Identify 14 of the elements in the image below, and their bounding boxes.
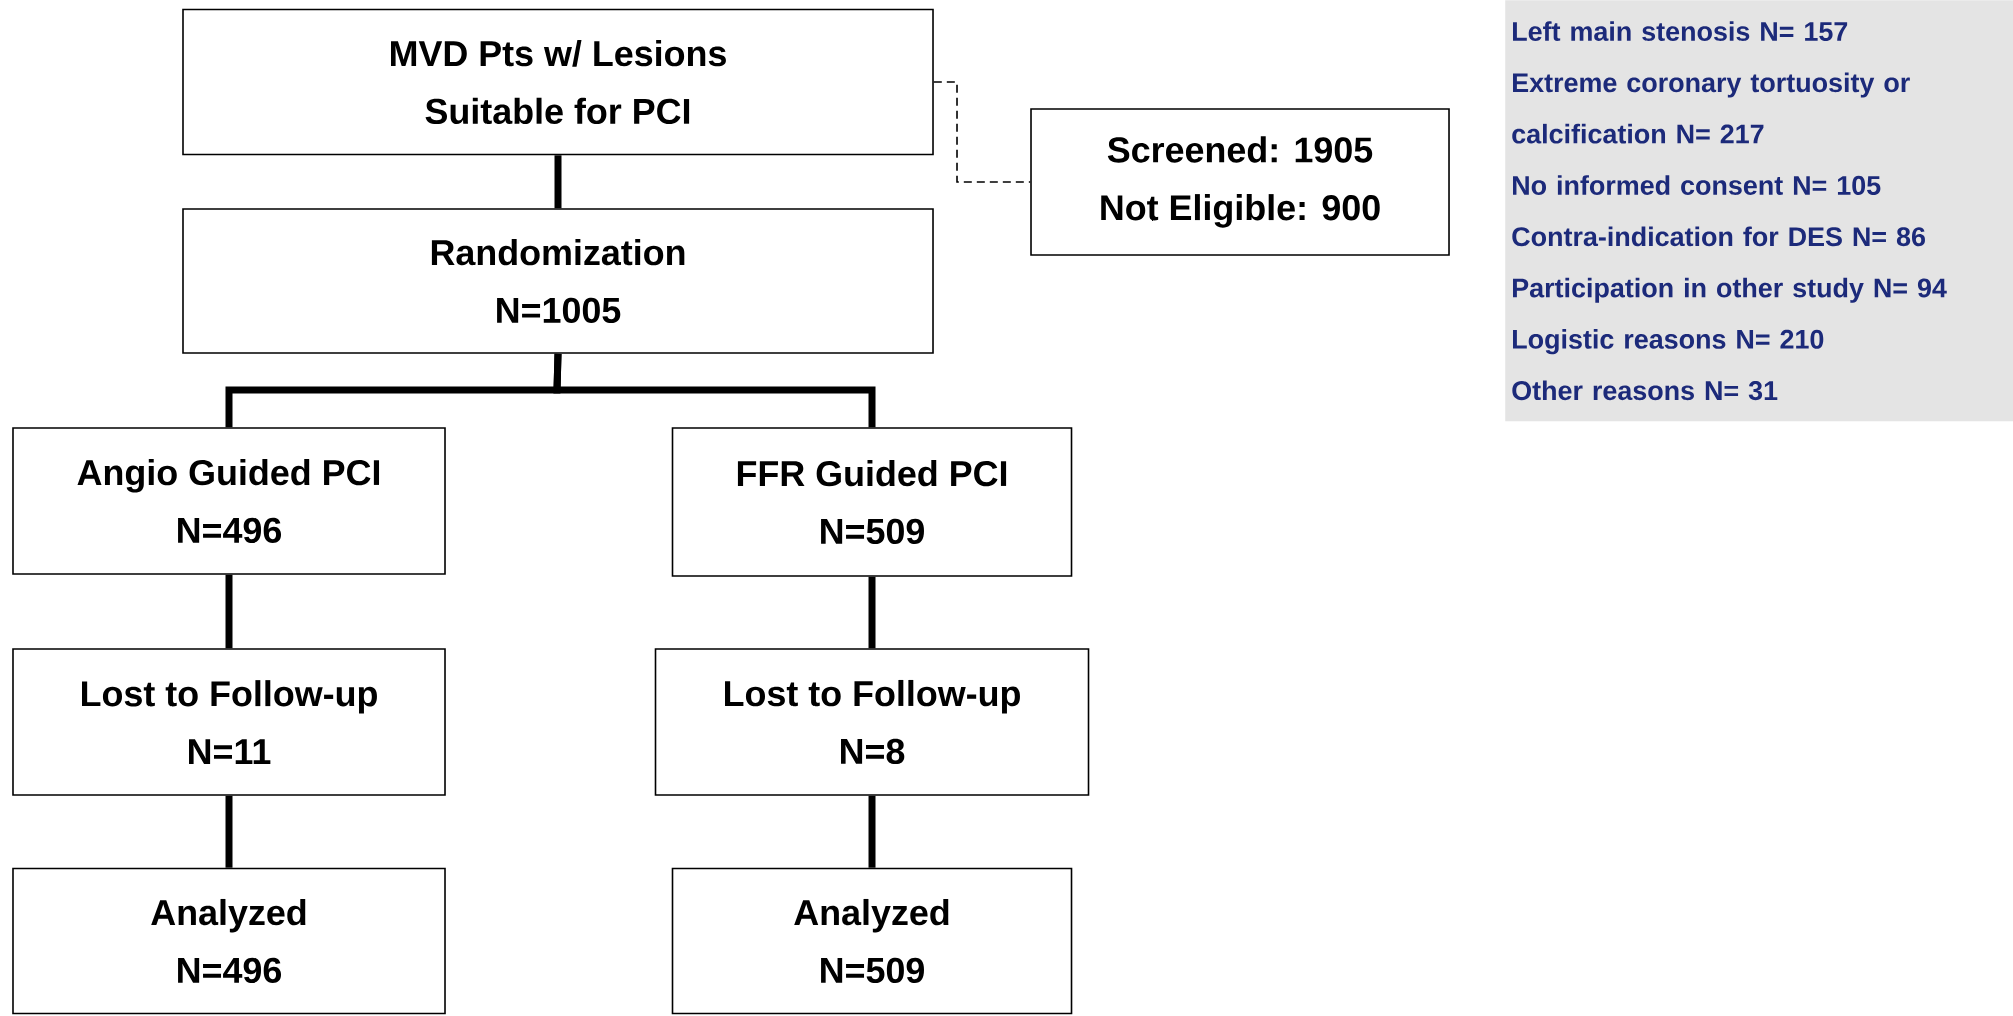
connector-line	[553, 353, 876, 428]
connector-line	[225, 574, 233, 649]
exclusion-reasons-panel: Left main stenosis N= 157 Extreme coronary tortuosity or calcification N= 217 No informed consent N= 105 Contra-indication for DES N= 86 Participation in other study N= 94 Logistic reasons N= 210 Other reasons N= 31	[1505, 0, 2013, 422]
flow-box: Analyzed N=509	[671, 867, 1073, 1015]
connector-line	[868, 576, 876, 649]
flow-box: Lost to Follow-up N=8	[654, 648, 1090, 796]
flow-box: MVD Pts w/ Lesions Suitable for PCI	[182, 8, 934, 156]
flow-box: FFR Guided PCI N=509	[671, 427, 1073, 577]
flow-box: Randomization N=1005	[182, 208, 934, 354]
dashed-connector	[933, 81, 1031, 183]
flow-box: Analyzed N=496	[12, 867, 446, 1015]
flow-box: Screened: 1905 Not Eligible: 900	[1030, 108, 1450, 256]
flow-box: Lost to Follow-up N=11	[12, 648, 446, 796]
flow-box: Angio Guided PCI N=496	[12, 427, 446, 575]
